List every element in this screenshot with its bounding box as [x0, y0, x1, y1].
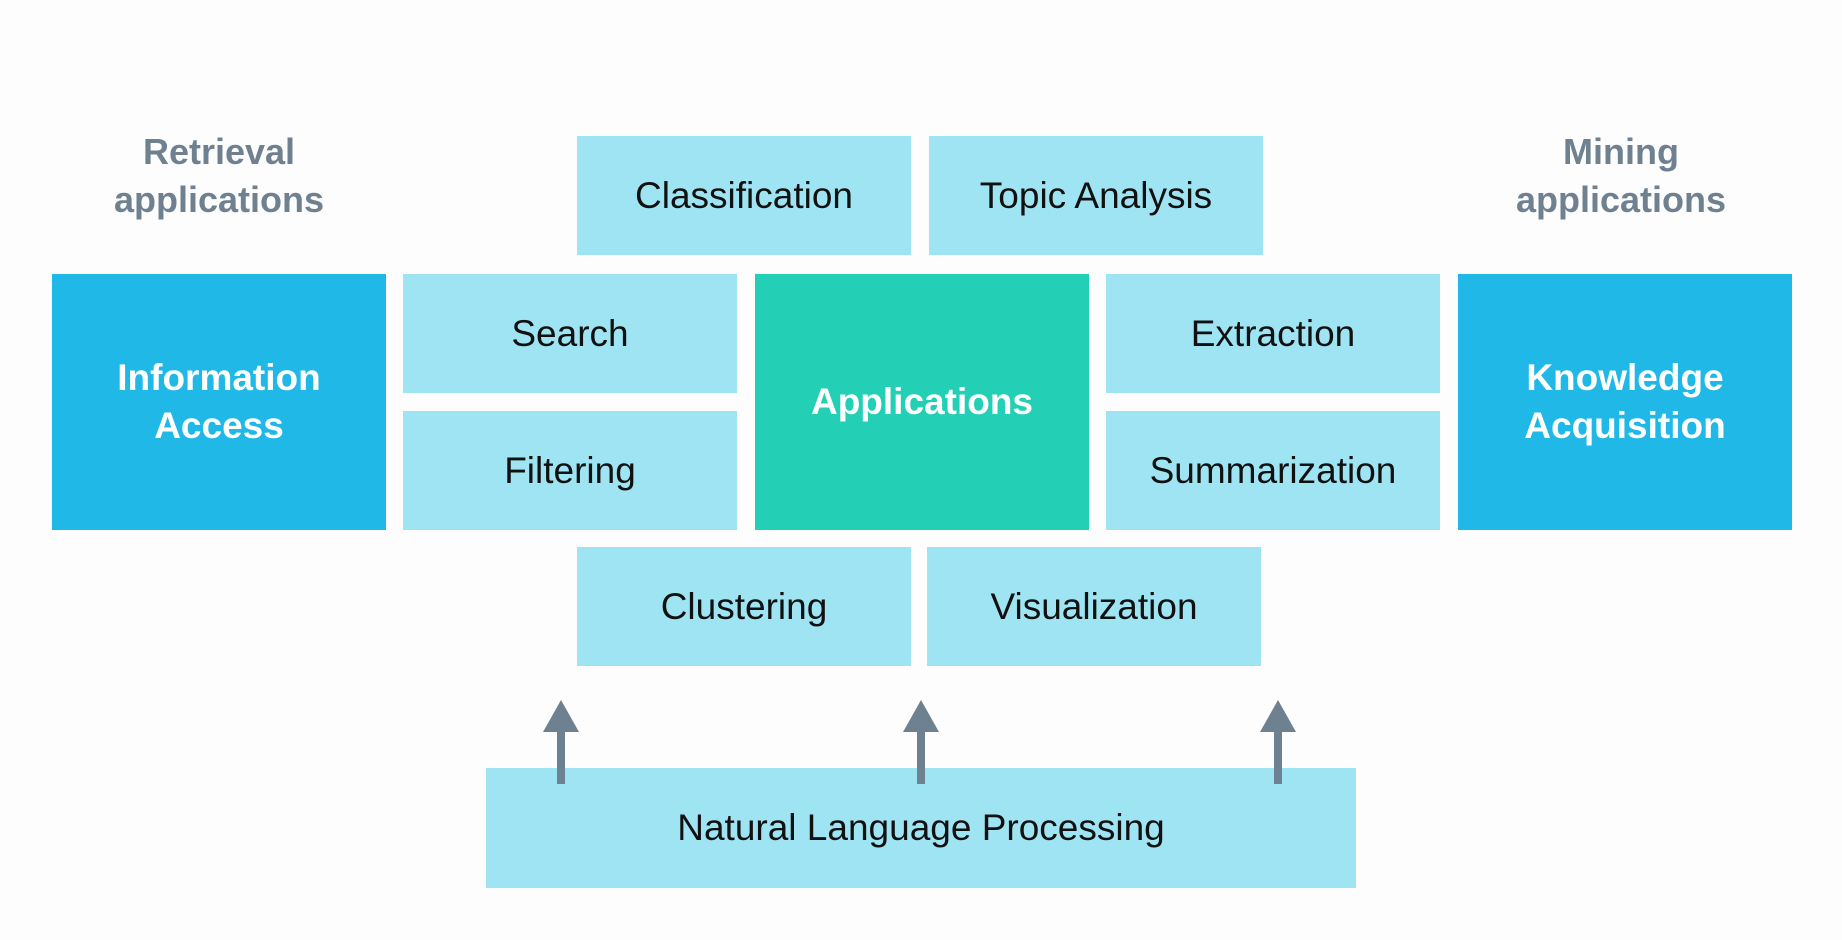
information-access-box: Information Access: [52, 274, 386, 530]
up-arrow-icon: [1260, 700, 1296, 784]
clustering-box: Clustering: [577, 547, 911, 666]
mining-applications-caption: Mining applications: [1515, 131, 1727, 220]
topic-analysis-box: Topic Analysis: [929, 136, 1263, 255]
visualization-label: Visualization: [990, 585, 1198, 627]
visualization-box: Visualization: [927, 547, 1261, 666]
information-access-label: Information Access: [117, 357, 321, 446]
knowledge-acquisition-box: Knowledge Acquisition: [1458, 274, 1792, 530]
up-arrow-icon: [903, 700, 939, 784]
search-label: Search: [511, 312, 629, 354]
extraction-label: Extraction: [1190, 312, 1356, 354]
natural-language-processing-box: Natural Language Processing: [486, 768, 1356, 888]
summarization-label: Summarization: [1149, 449, 1397, 491]
classification-label: Classification: [635, 174, 853, 216]
classification-box: Classification: [577, 136, 911, 255]
up-arrow-icon: [543, 700, 579, 784]
retrieval-applications-caption: Retrieval applications: [113, 131, 325, 220]
applications-box: Applications: [755, 274, 1089, 530]
topic-analysis-label: Topic Analysis: [979, 174, 1213, 216]
applications-label: Applications: [810, 381, 1034, 422]
extraction-box: Extraction: [1106, 274, 1440, 393]
filtering-label: Filtering: [504, 449, 636, 491]
knowledge-acquisition-label: Knowledge Acquisition: [1524, 357, 1726, 446]
natural-language-processing-label: Natural Language Processing: [677, 807, 1165, 848]
summarization-box: Summarization: [1106, 411, 1440, 530]
search-box: Search: [403, 274, 737, 393]
clustering-label: Clustering: [660, 585, 828, 627]
filtering-box: Filtering: [403, 411, 737, 530]
